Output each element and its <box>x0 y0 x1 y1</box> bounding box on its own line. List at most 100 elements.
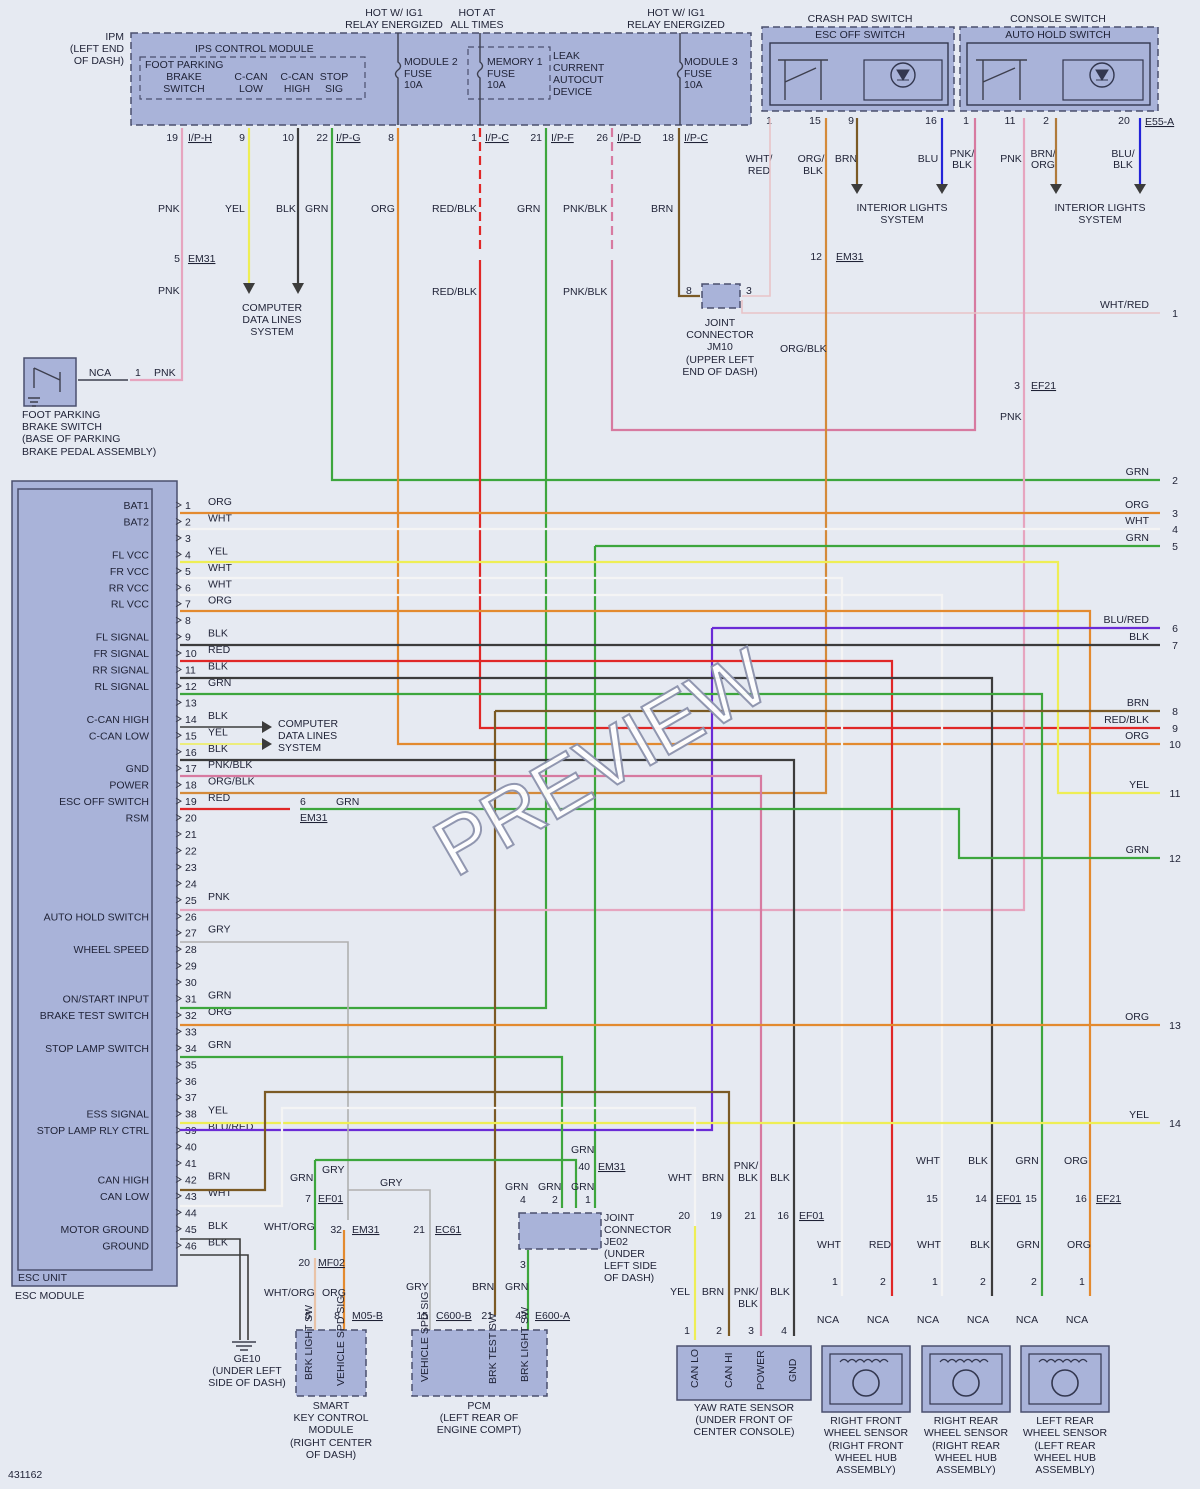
sensor-l1: RIGHT FRONT <box>830 1415 902 1427</box>
memory1-l2: FUSE <box>487 68 515 80</box>
wire-label: GRN <box>571 1144 594 1156</box>
foot-l4: BRAKE PEDAL ASSEMBLY) <box>22 446 156 458</box>
right-terminal-number: 12 <box>1169 853 1181 865</box>
yaw-rate-sensor: 1 2 3 4 CAN LO CAN HI POWER GND YAW RATE… <box>668 1160 824 1438</box>
led-icon <box>1089 62 1115 88</box>
right-terminal-wire: RED/BLK <box>1104 714 1149 726</box>
yaw-ef01-pin: 19 <box>710 1210 722 1222</box>
pin-chevron-icon <box>175 1060 182 1068</box>
wire-label: ORG <box>322 1287 346 1299</box>
wire-label: WHT <box>817 1239 841 1251</box>
esc-pin-label: RSM <box>126 813 149 825</box>
right-terminal-wire: GRN <box>1126 466 1149 478</box>
jm10-l4: (UPPER LEFT <box>686 354 755 366</box>
smart-pin-label: VEHICLE SPD SIG <box>335 1296 347 1386</box>
wire-label: BLK <box>738 1298 758 1310</box>
esc-pin-number: 36 <box>185 1076 197 1088</box>
wire-brn-jm10 <box>677 128 700 298</box>
wire-label: BRN <box>651 203 673 215</box>
pin-chevron-icon <box>175 534 182 542</box>
je02-l5: LEFT SIDE <box>604 1260 657 1272</box>
right-terminal-number: 1 <box>1172 308 1178 320</box>
esc-pin-wire: GRN <box>208 677 231 689</box>
wire-grn-12 <box>300 807 1160 860</box>
fuse-module2-icon <box>394 33 402 125</box>
leak-l1: LEAK <box>553 50 580 62</box>
wire-label: GRN <box>290 1172 313 1184</box>
foot-l1: FOOT PARKING <box>22 409 100 421</box>
smart-pin: 5 <box>305 1310 311 1322</box>
esc-pin-number: 45 <box>185 1224 197 1236</box>
wire-label: BLK <box>276 203 296 215</box>
ec61-conn: EC61 <box>435 1224 461 1236</box>
smart-l2: KEY CONTROL <box>293 1412 368 1424</box>
esc-pin-wire: ORG/BLK <box>208 776 255 788</box>
mf02-conn: MF02 <box>318 1257 345 1269</box>
hot-all-l1: HOT AT <box>459 7 497 19</box>
sensor-l4: WHEEL HUB <box>835 1452 897 1464</box>
arrow-int2 <box>936 184 948 194</box>
sensor-l4: WHEEL HUB <box>1034 1452 1096 1464</box>
wire-grn-rl <box>180 692 1044 1296</box>
pin-chevron-icon <box>175 1143 182 1150</box>
pcm-l3: ENGINE COMPT) <box>437 1424 522 1436</box>
wire-label: PNK <box>1000 411 1022 423</box>
sensor-l5: ASSEMBLY) <box>936 1464 995 1476</box>
wire-label: WHT/ORG <box>264 1287 315 1299</box>
jm10-l2: CONNECTOR <box>686 329 754 341</box>
esc-pin-number: 37 <box>185 1092 197 1104</box>
arrow-cdl-2 <box>292 283 304 294</box>
module2-l1: MODULE 2 <box>404 56 458 68</box>
esc-pin-label: FL VCC <box>112 549 149 561</box>
yaw-ef01-pin: 21 <box>744 1210 756 1222</box>
right-terminal-wire: ORG <box>1125 1011 1149 1023</box>
esc-pin-wire: YEL <box>208 1105 228 1117</box>
esc-pin-number: 13 <box>185 697 197 709</box>
pin-chevron-icon <box>175 1208 182 1216</box>
pin-chevron-icon <box>175 781 182 789</box>
sensor-l3: (RIGHT REAR <box>932 1440 1000 1452</box>
yaw-l2: (UNDER FRONT OF <box>695 1414 792 1426</box>
esc-pin-number: 34 <box>185 1043 197 1055</box>
misc-bottom-labels: GRN GRY GRY 7 EF01 32 EM31 21 EC61 WHT/O… <box>264 1144 594 1299</box>
yaw-label: GND <box>787 1358 799 1382</box>
foot-wire: PNK <box>154 367 176 379</box>
rsm-conn: EM31 <box>300 812 328 824</box>
ipm-pin: 19 <box>166 132 178 144</box>
memory1-l3: 10A <box>487 79 506 91</box>
right-terminal-wire: ORG <box>1125 730 1149 742</box>
esc-pin-number: 19 <box>185 796 197 808</box>
esc-module: ESC UNIT ESC MODULE <box>11 480 178 1302</box>
em31-conn: EM31 <box>352 1224 380 1236</box>
wire-label: RED/BLK <box>432 203 477 215</box>
rsm-wire: GRN <box>336 796 359 808</box>
pin-chevron-icon <box>175 995 182 1002</box>
ef01-pin: 15 <box>1025 1193 1037 1205</box>
yaw-label: POWER <box>755 1350 767 1390</box>
pin-chevron-icon <box>175 863 182 871</box>
console-conn: E55-A <box>1145 116 1174 128</box>
esc-pin-number: 21 <box>185 829 197 841</box>
sensor-l3: (LEFT REAR <box>1034 1440 1095 1452</box>
esc-pin-wire: YEL <box>208 545 228 557</box>
memory1-l1: MEMORY 1 <box>487 56 543 68</box>
esc-pin-number: 28 <box>185 944 197 956</box>
wire-label: GRN <box>1016 1239 1039 1251</box>
fuse-module3-icon <box>676 33 684 125</box>
pin-chevron-icon <box>175 1159 182 1167</box>
sensor-pin: 2 <box>1031 1276 1037 1288</box>
wire-label: GRN <box>1015 1155 1038 1167</box>
esc-pin-number: 24 <box>185 878 197 890</box>
foot-l3: (BASE OF PARKING <box>22 433 120 445</box>
led-icon <box>890 62 916 88</box>
pin-chevron-icon <box>175 797 182 805</box>
sensor-upper-labels: WHT BLK GRN ORG 15 14 EF01 15 16 EF21 <box>916 1155 1121 1205</box>
right-terminal-wire: GRN <box>1126 532 1149 544</box>
pin-chevron-icon <box>175 649 182 657</box>
jm10-l1: JOINT <box>705 317 736 329</box>
wire-label: WHT/ <box>746 153 773 165</box>
joint-connector-jm10: 8 3 JOINT CONNECTOR JM10 (UPPER LEFT END… <box>682 283 758 378</box>
right-terminal-wire: ORG <box>1125 499 1149 511</box>
pin-chevron-icon <box>175 1110 182 1118</box>
